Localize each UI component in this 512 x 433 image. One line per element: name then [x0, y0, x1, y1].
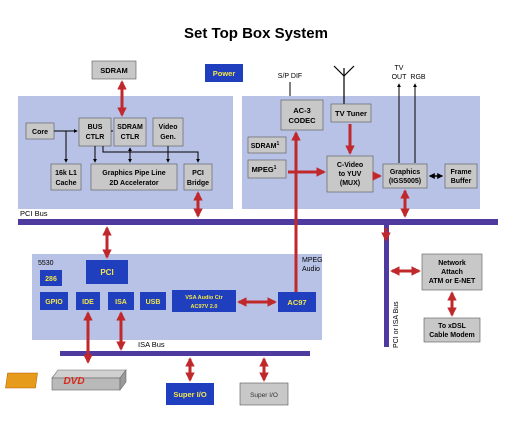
ac3-codec-label-1: AC-3	[293, 106, 311, 115]
frame-buffer-label-1: Frame	[450, 169, 471, 176]
video-gen-label-2: Gen.	[160, 134, 176, 141]
graphics-pipe-label-2: 2D Accelerator	[109, 180, 158, 187]
pci-bus-line	[18, 219, 498, 225]
block-pci-label: PCI	[100, 268, 113, 277]
tv-out-label-2: OUT	[392, 74, 408, 81]
l1-cache-box	[50, 163, 82, 191]
l1-cache-label-2: Cache	[55, 180, 76, 187]
sdram-right-box	[247, 136, 287, 154]
block-vsa-audio	[172, 290, 236, 312]
sdram-right-label: SDRAM1	[251, 141, 280, 150]
block-ide	[76, 292, 100, 310]
sdram-top-label: SDRAM	[100, 66, 128, 75]
ac3-codec-box	[280, 99, 324, 131]
bus-to-bridge-arrow	[102, 146, 200, 163]
block-gpio-label: GPIO	[45, 299, 63, 306]
pci-bridge-label-2: Bridge	[187, 180, 209, 187]
tv-tuner-box	[330, 103, 372, 123]
xdsl-label-2: Cable Modem	[429, 332, 475, 339]
pci-bus-label: PCI Bus	[20, 209, 48, 218]
block-isa-label: ISA	[115, 299, 127, 306]
ac97-box	[278, 292, 316, 312]
block-isa	[108, 292, 134, 310]
dvd-drive-icon	[5, 369, 127, 391]
bus-ctlr-label-2: CTLR	[86, 134, 105, 141]
pci-bridge-box	[183, 163, 213, 191]
mpeg-label: MPEG1	[252, 165, 277, 174]
pci-isa-bus-line	[384, 225, 389, 347]
sdram-right-sup: 1	[276, 141, 279, 147]
power-box	[205, 64, 243, 82]
block-vsa-label-1: VSA Audio Ctr	[185, 295, 223, 301]
sdram-top-box	[91, 60, 137, 80]
block-pci	[86, 260, 128, 284]
dvd-label: DVD	[63, 376, 84, 387]
power-label: Power	[213, 69, 236, 78]
graphics-igs-label-1: Graphics	[390, 169, 420, 176]
pci-bridge-label-1: PCI	[192, 170, 204, 177]
mpeg-audio-label-1: MPEG	[302, 257, 323, 264]
network-label-1: Network	[438, 260, 466, 267]
video-gen-label-1: Video	[159, 124, 178, 131]
chip-5530-label: 5530	[38, 260, 54, 267]
network-label-2: Attach	[441, 269, 463, 276]
xdsl-label-1: To xDSL	[438, 323, 467, 330]
frame-buffer-label-2: Buffer	[451, 178, 472, 185]
block-gpio	[40, 292, 68, 310]
rgb-label: RGB	[410, 74, 426, 81]
block-usb	[140, 292, 166, 310]
isa-bus-line	[60, 351, 310, 356]
graphics-igs-label-2: (IGS5005)	[389, 178, 421, 185]
video-gen-box	[152, 117, 184, 147]
block-ide-label: IDE	[82, 299, 94, 306]
cvideo-label-3: (MUX)	[340, 180, 360, 187]
mpeg-sup: 1	[274, 165, 277, 171]
super-io-gray-box	[239, 382, 289, 406]
cvideo-mux-box	[326, 155, 374, 193]
mpeg-audio-label-2: Audio	[302, 266, 320, 273]
network-label-3: ATM or E-NET	[429, 278, 476, 285]
super-io-blue-label: Super I/O	[173, 390, 207, 399]
diagram-title: Set Top Box System	[184, 25, 328, 42]
ac97-label: AC97	[287, 298, 306, 307]
isa-bus-label: ISA Bus	[138, 340, 165, 349]
graphics-pipe-box	[90, 163, 178, 191]
antenna-icon	[333, 65, 355, 104]
frame-buffer-box	[444, 163, 478, 189]
block-286-label: 286	[45, 276, 57, 283]
block-286	[40, 270, 62, 286]
bus-ctlr-label-1: BUS	[88, 124, 103, 131]
block-vsa-label-2: AC97V 2.0	[191, 304, 218, 310]
graphics-pipe-label-1: Graphics Pipe Line	[102, 170, 166, 177]
core-label: Core	[32, 129, 48, 136]
bus-ctlr-box	[78, 117, 112, 147]
block-usb-label: USB	[146, 299, 161, 306]
cvideo-label-1: C-Video	[337, 162, 363, 169]
ac3-codec-label-2: CODEC	[288, 116, 316, 125]
cvideo-label-2: to YUV	[339, 171, 362, 178]
sdram-ctlr-label-2: CTLR	[121, 134, 140, 141]
pci-isa-bus-label: PCI or ISA Bus	[393, 301, 400, 348]
graphics-igs-box	[382, 163, 428, 189]
sdram-right-text: SDRAM	[251, 143, 277, 150]
mpeg-box	[247, 159, 287, 179]
mpeg-text: MPEG	[252, 165, 274, 174]
spdif-label: S/P DIF	[278, 73, 302, 80]
tv-tuner-label: TV Tuner	[335, 109, 367, 118]
network-attach-box	[421, 253, 483, 291]
l1-cache-label-1: 16k L1	[55, 170, 77, 177]
xdsl-modem-box	[423, 317, 481, 343]
super-io-gray-label: Super I/O	[250, 392, 278, 399]
tv-out-label-1: TV	[395, 65, 404, 72]
sdram-ctlr-box	[113, 117, 147, 147]
sdram-ctlr-label-1: SDRAM	[117, 124, 143, 131]
super-io-blue-box	[166, 383, 214, 405]
